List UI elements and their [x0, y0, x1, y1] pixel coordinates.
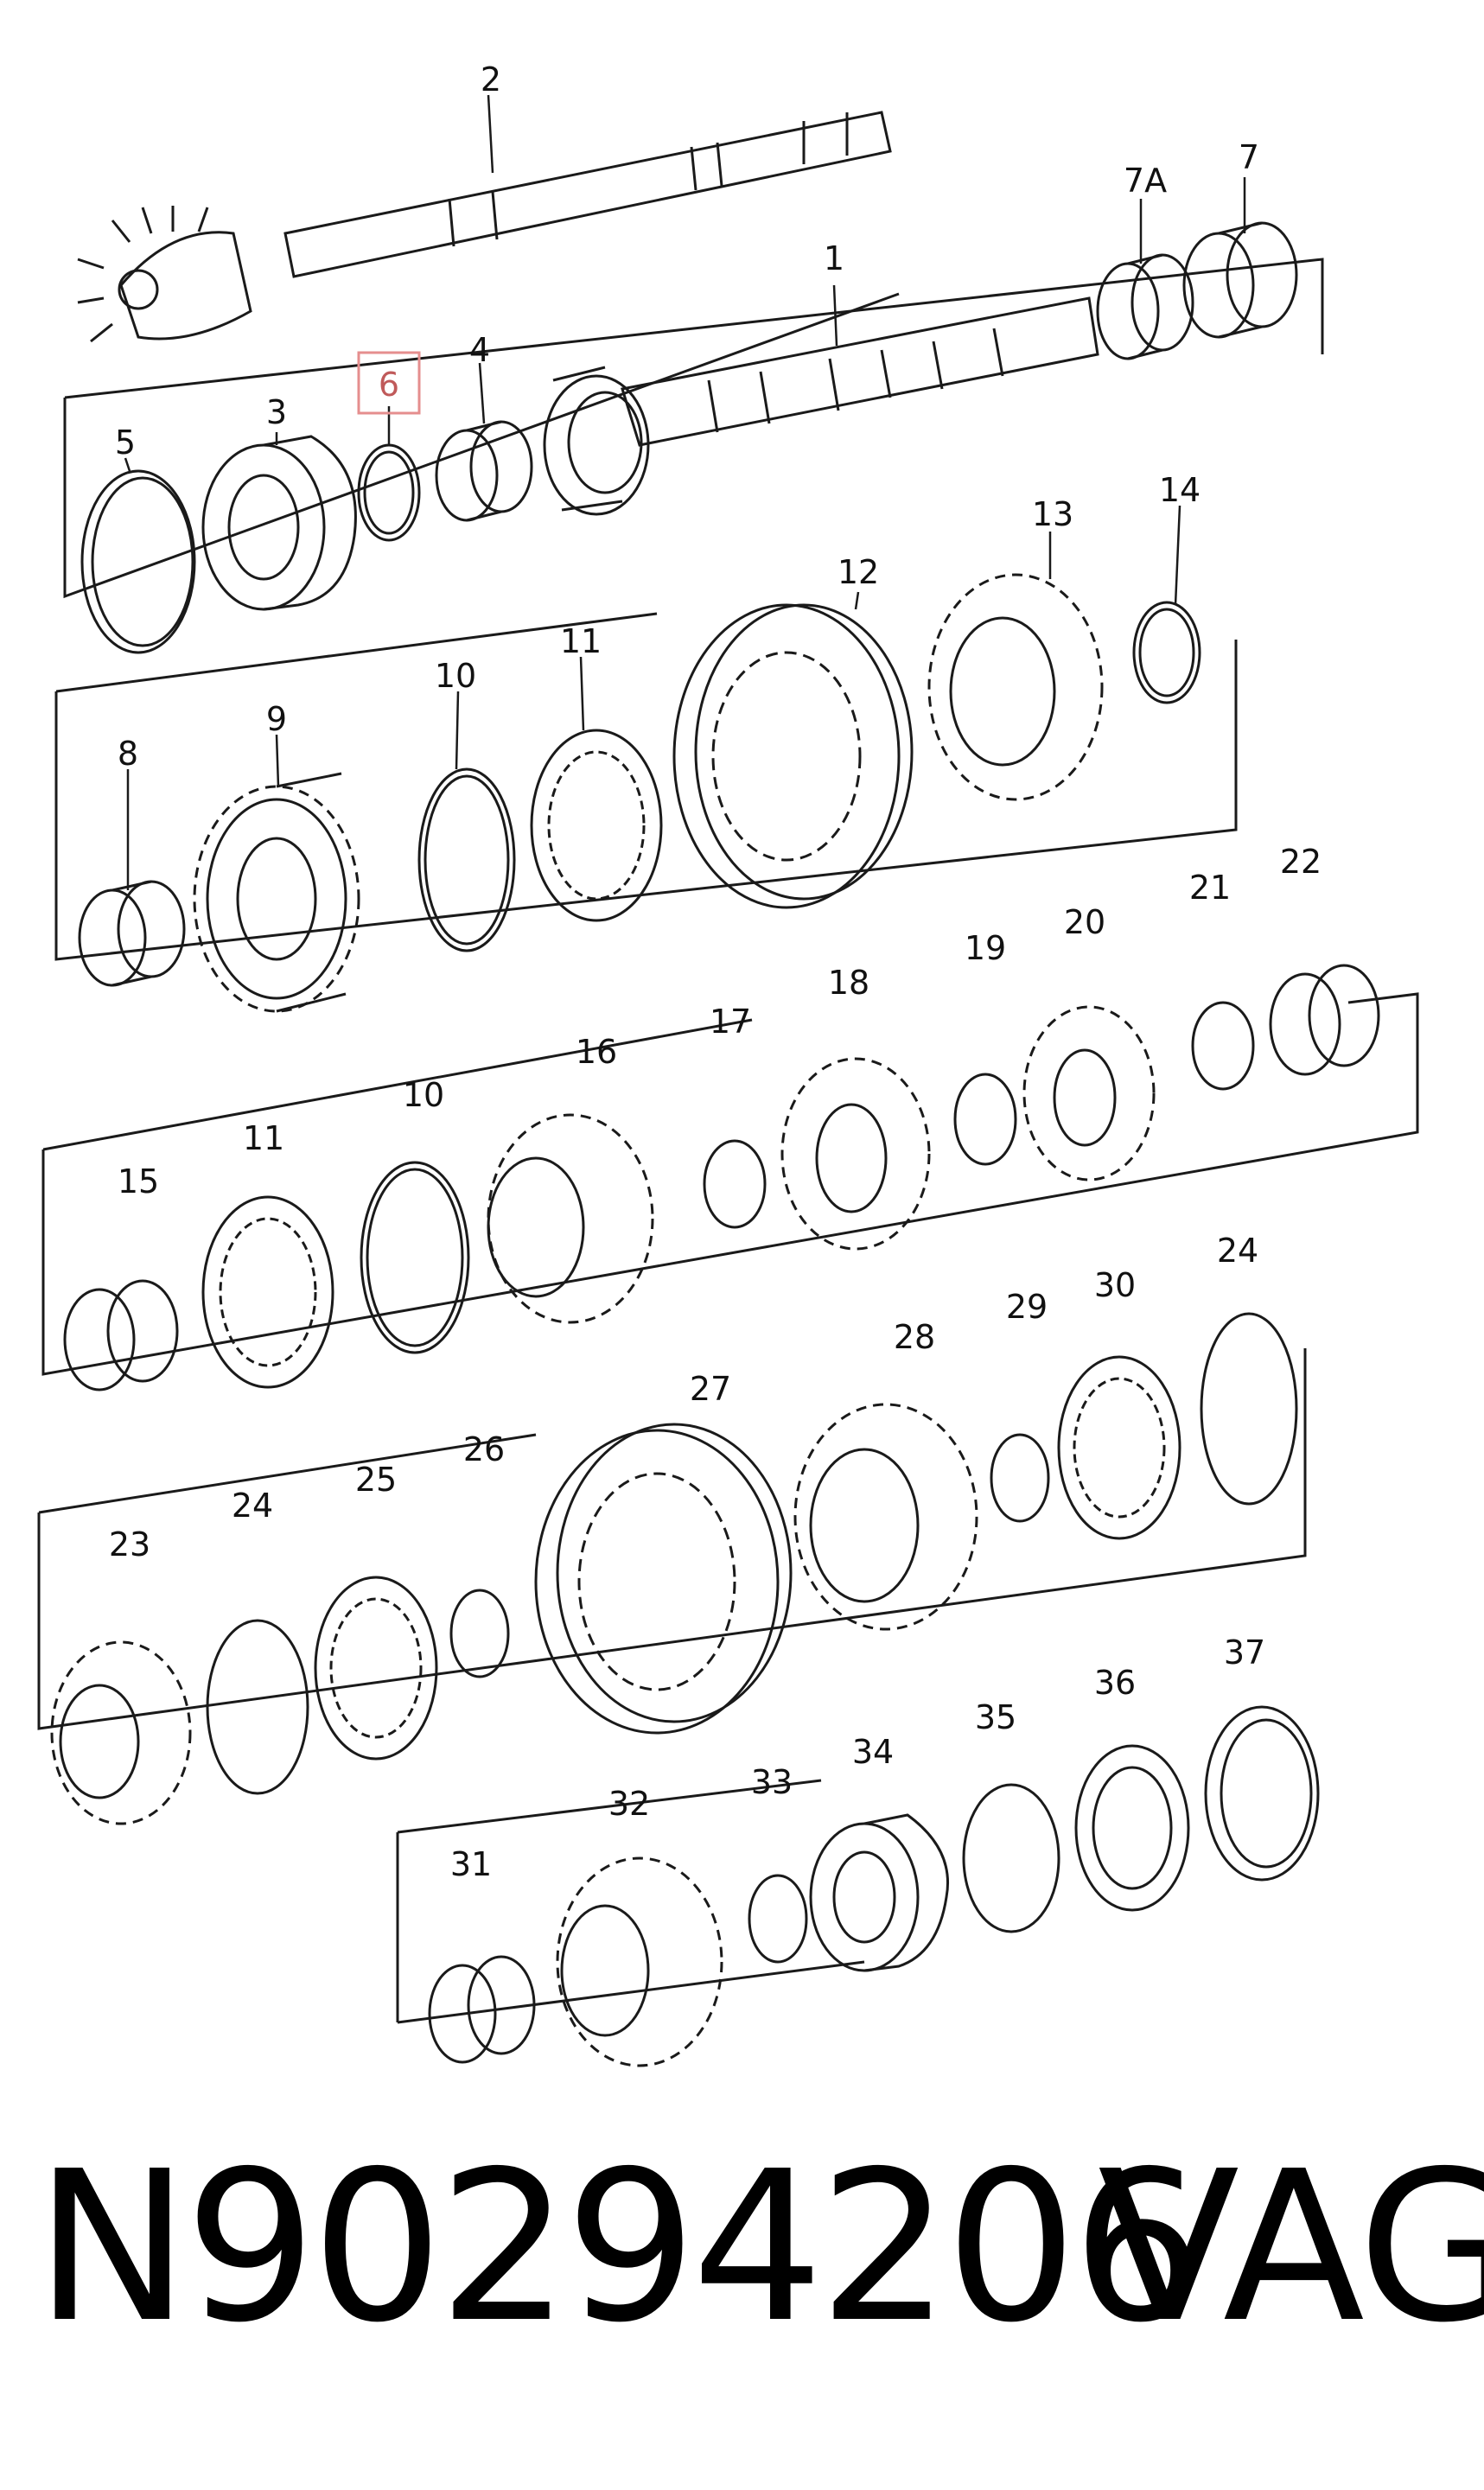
label-34: 34 [852, 1733, 894, 1771]
synchro-ring-30 [1057, 1355, 1181, 1540]
label-18: 18 [828, 964, 869, 1002]
label-32: 32 [608, 1785, 650, 1823]
label-27: 27 [690, 1370, 731, 1408]
circlip-14 [1132, 601, 1201, 704]
label-24: 24 [1217, 1232, 1258, 1270]
gear-32 [556, 1856, 723, 2067]
seal-37 [1204, 1705, 1320, 1882]
label-16: 16 [576, 1033, 617, 1071]
label-10b: 10 [403, 1076, 444, 1114]
label-23: 23 [109, 1525, 150, 1563]
gear-20 [1022, 1005, 1156, 1181]
synchro-ring-25 [314, 1576, 438, 1761]
needle-bearing-22 [1269, 964, 1380, 1076]
label-22: 22 [1280, 843, 1322, 881]
label-37: 37 [1224, 1633, 1265, 1672]
circlip-10 [417, 767, 516, 952]
synchro-ring-36 [1074, 1744, 1190, 1912]
gear-28 [793, 1403, 978, 1631]
label-4: 4 [469, 331, 490, 369]
label-19: 19 [965, 929, 1006, 967]
needle-bearing-31 [428, 1955, 536, 2064]
label-14: 14 [1159, 471, 1201, 509]
panel-frame-4 [37, 1348, 1307, 1730]
label-15: 15 [118, 1162, 159, 1200]
label-29: 29 [1006, 1288, 1048, 1326]
circlip-17 [703, 1139, 767, 1229]
label-31: 31 [450, 1845, 492, 1883]
panel-frame-2 [54, 612, 1238, 961]
label-33: 33 [751, 1763, 793, 1801]
label-21: 21 [1189, 869, 1231, 907]
synchro-ring-11b [201, 1195, 334, 1389]
label-8: 8 [118, 735, 138, 773]
ball-bearing-3 [201, 435, 357, 611]
circlip-10b [360, 1161, 470, 1354]
sleeve-12 [672, 603, 914, 909]
circlip-26 [449, 1589, 510, 1678]
label-11: 11 [560, 622, 602, 660]
gear-18 [780, 1057, 931, 1251]
gear-16 [487, 1113, 654, 1324]
ball-bearing-34 [809, 1813, 949, 1972]
gear-23 [50, 1640, 192, 1825]
label-17: 17 [710, 1003, 751, 1041]
label-24b: 24 [232, 1487, 273, 1525]
label-6: 6 [379, 366, 399, 404]
gear-13 [927, 573, 1104, 801]
shim-35 [962, 1783, 1060, 1933]
needle-bearing-8 [78, 880, 186, 987]
circlip-24b [1200, 1312, 1298, 1506]
leader-lines [124, 94, 1246, 890]
needle-bearing-7 [1182, 221, 1298, 339]
label-25: 25 [355, 1461, 397, 1499]
gear-9 [193, 772, 360, 1013]
label-36: 36 [1094, 1664, 1136, 1702]
label-2: 2 [481, 60, 501, 99]
shaft-2 [77, 111, 892, 343]
shaft-1 [543, 296, 1099, 516]
seal-ring-5 [80, 469, 196, 654]
label-12: 12 [838, 553, 879, 591]
panel-frame-3 [41, 992, 1419, 1376]
label-1: 1 [824, 239, 844, 277]
label-20: 20 [1064, 903, 1105, 941]
circlip-21 [1191, 1001, 1255, 1091]
needle-bearing-4 [435, 420, 533, 522]
highlight-box [357, 351, 421, 415]
synchro-ring-11 [530, 729, 663, 922]
label-11b: 11 [243, 1119, 284, 1157]
sleeve-27 [534, 1423, 793, 1735]
label-35: 35 [975, 1698, 1016, 1736]
needle-bearing-7a [1096, 253, 1194, 360]
label-13: 13 [1032, 495, 1073, 533]
brand-name: VAG [1098, 2126, 1484, 2368]
label-28: 28 [894, 1318, 935, 1356]
panel-frame-1 [63, 258, 1324, 599]
label-9: 9 [266, 700, 287, 738]
circlip-29 [990, 1433, 1050, 1523]
circlip-24 [206, 1619, 309, 1795]
label-5: 5 [115, 423, 136, 462]
circlip-19 [953, 1073, 1017, 1166]
needle-bearing-15 [63, 1279, 179, 1391]
circlip-6 [357, 443, 421, 542]
exploded-parts-diagram: 2 1 7A 7 3 5 6 4 12 13 14 9 10 11 8 18 1… [37, 60, 1419, 2067]
label-7: 7 [1239, 138, 1259, 176]
part-labels: 2 1 7A 7 3 5 6 4 12 13 14 9 10 11 8 18 1… [109, 60, 1322, 1883]
part-number: N90294206 [35, 2126, 1204, 2368]
label-10: 10 [435, 657, 476, 695]
label-30: 30 [1094, 1266, 1136, 1304]
panel-frame-5 [396, 1779, 865, 2024]
label-3: 3 [266, 393, 287, 431]
label-7a: 7A [1124, 162, 1167, 200]
label-26: 26 [463, 1430, 505, 1468]
circlip-33 [748, 1874, 808, 1964]
